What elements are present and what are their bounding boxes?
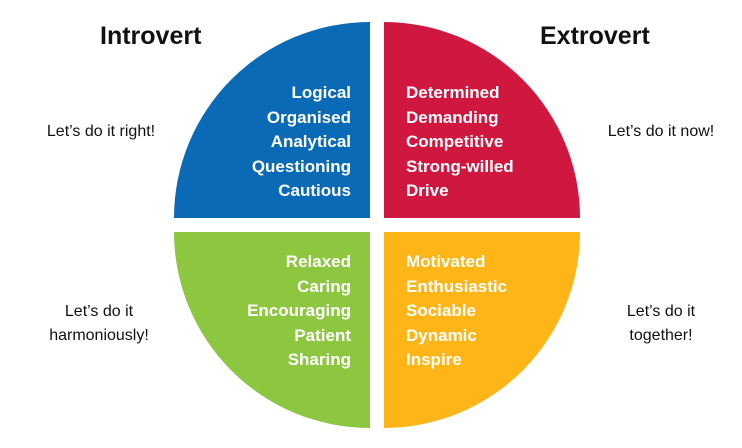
trait: Strong-willed bbox=[406, 156, 514, 176]
green-quadrant bbox=[174, 232, 370, 428]
trait: Motivated bbox=[406, 252, 486, 271]
trait: Demanding bbox=[406, 107, 499, 127]
trait: Determined bbox=[406, 83, 500, 102]
motto-line: Let’s do it now! bbox=[607, 123, 715, 140]
trait: Analytical bbox=[270, 132, 351, 151]
motto-line: harmoniously! bbox=[49, 327, 149, 344]
trait: Logical bbox=[291, 83, 351, 102]
red-motto: Let’s do it now! bbox=[586, 120, 736, 144]
extrovert-heading: Extrovert bbox=[540, 22, 650, 50]
trait: Encouraging bbox=[247, 301, 351, 320]
trait: Questioning bbox=[251, 156, 351, 176]
trait: Inspire bbox=[406, 350, 462, 369]
trait: Enthusiastic bbox=[406, 276, 508, 296]
motto-line: together! bbox=[629, 327, 693, 344]
trait: Patient bbox=[294, 325, 351, 345]
red-quadrant bbox=[384, 22, 580, 218]
trait: Relaxed bbox=[285, 252, 351, 271]
motto-line: Let’s do it bbox=[626, 303, 696, 320]
yellow-motto: Let’s do it together! bbox=[586, 300, 736, 348]
green-quadrant-traits: Relaxed Caring Encouraging Patient Shari… bbox=[247, 250, 351, 373]
green-motto: Let’s do it harmoniously! bbox=[24, 300, 174, 348]
trait: Cautious bbox=[278, 181, 351, 200]
trait: Competitive bbox=[406, 132, 504, 151]
introvert-heading: Introvert bbox=[100, 22, 202, 50]
trait: Caring bbox=[297, 276, 351, 296]
trait: Organised bbox=[266, 107, 351, 127]
blue-motto: Let’s do it right! bbox=[26, 120, 176, 144]
yellow-quadrant bbox=[384, 232, 580, 428]
trait: Sharing bbox=[287, 350, 351, 369]
trait: Dynamic bbox=[406, 325, 477, 345]
motto-line: Let’s do it bbox=[64, 303, 134, 320]
trait: Sociable bbox=[406, 301, 476, 320]
yellow-quadrant-traits: Motivated Enthusiastic Sociable Dynamic … bbox=[406, 250, 507, 373]
motto-line: Let’s do it right! bbox=[46, 123, 156, 140]
trait: Drive bbox=[406, 181, 449, 200]
blue-quadrant bbox=[174, 22, 370, 218]
red-quadrant-traits: Determined Demanding Competitive Strong-… bbox=[406, 81, 514, 204]
blue-quadrant-traits: Logical Organised Analytical Questioning… bbox=[252, 81, 351, 204]
